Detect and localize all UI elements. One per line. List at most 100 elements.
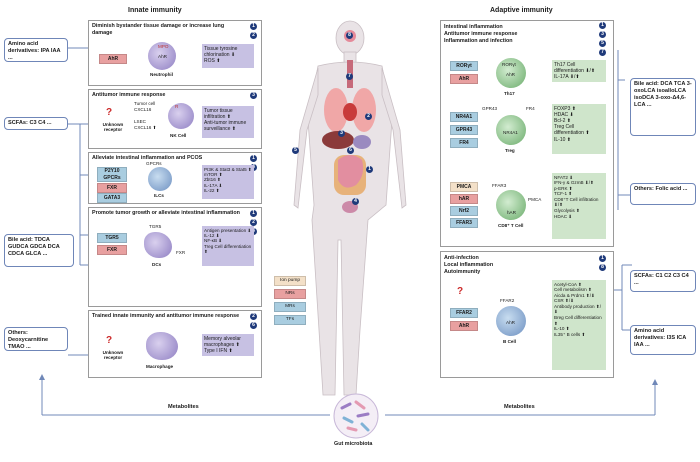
outcome-box: NFAT2 ⬇ IFN-γ & GzmB ⬇/⬆ p-ERK ⬆ TCF-1 ⬆… xyxy=(552,173,606,239)
b-panel-line: Anti-infection xyxy=(444,255,479,261)
legend-ion-pump: Ion pump xyxy=(274,276,306,286)
gut-microbiota-label: Gut microbiota xyxy=(334,441,373,447)
body-ref-number: 2 xyxy=(365,113,372,120)
outcome-box: Antigen presentation ⬇ IL-12 ⬇ NF-κB ⬇ T… xyxy=(202,226,254,266)
body-ref-number: 8 xyxy=(346,32,353,39)
ref-number: 3 xyxy=(599,31,606,38)
left-others-box: Others: Deoxycarnitine TMAO ... xyxy=(4,327,68,351)
cell-mark: FXR xyxy=(176,250,186,255)
outcome-box: Tissue tyrosine chlorination ⬇ ROS ⬆ xyxy=(202,44,254,68)
ahr-receptor-tag: AhR xyxy=(99,54,127,64)
outcome-box: Tumor tissue infiltration ⬆ Anti-tumor i… xyxy=(202,106,254,138)
ffar3-receptor-tag: FFAR3 xyxy=(450,218,478,228)
innate-title: Innate immunity xyxy=(128,7,182,14)
lsec-label: LSEC xyxy=(134,119,147,124)
unknown-receptor-icon: ? xyxy=(106,335,113,346)
body-ref-number: 1 xyxy=(366,166,373,173)
panel-title: Diminish bystander tissue damage or incr… xyxy=(92,23,225,36)
cell-mark: FFAR3 xyxy=(492,183,507,188)
legend-tfs: TFs xyxy=(274,315,306,325)
fr4-receptor-tag: FR4 xyxy=(450,138,478,148)
ref-number: 1 xyxy=(599,22,606,29)
unknown-receptor-icon: ? xyxy=(106,107,113,118)
gata3-tf-tag: GATA3 xyxy=(97,193,127,203)
ref-number: 2 xyxy=(250,313,257,320)
adaptive-head-line: Inflammation and infection xyxy=(444,38,513,44)
right-amino-acid-box: Amino acid derivatives: I3S ICA IAA ... xyxy=(630,325,696,355)
cell-mark: GPCRs xyxy=(146,161,162,166)
body-ref-number: 5 xyxy=(292,147,299,154)
ref-number: 3 xyxy=(250,92,257,99)
macrophage-cell-icon xyxy=(146,332,178,360)
fxr-receptor-tag: FXR xyxy=(97,245,127,255)
panel-title: Trained innate immunity and antitumor im… xyxy=(92,313,240,319)
cxcl16-label: CXCL16 xyxy=(134,107,152,112)
body-ref-number: 6 xyxy=(347,147,354,154)
cell-mark: MPO xyxy=(158,44,169,49)
p2y10-receptor-tag: P2Y10 GPCRs xyxy=(97,167,127,182)
cell-name: ILCs xyxy=(154,193,164,198)
cell-mark: AhR xyxy=(506,320,515,325)
ref-number: 5 xyxy=(599,40,606,47)
outcome-box: PI3K & Stat3 & Stat5 ⬆ mTOR ⬆ Zbt16 ⬆ IL… xyxy=(202,165,254,199)
har-receptor-tag: hAR xyxy=(450,194,478,204)
nr4a1-tf-tag: NR4A1 xyxy=(450,112,478,122)
adaptive-title: Adaptive immunity xyxy=(490,7,553,14)
legend-nrs: NRs xyxy=(274,289,306,299)
cell-name: DCs xyxy=(152,262,162,267)
outcome-box: Th17 Cell differentiation ⬇/⬆ IL-17A ⬇/⬆ xyxy=(552,60,606,82)
cell-name: Neutrophil xyxy=(150,72,173,77)
ref-number: 7 xyxy=(599,49,606,56)
cell-mark: AhR xyxy=(506,72,515,77)
tumor-cell-label: Tumor cell xyxy=(134,101,156,106)
cell-name: Macrophage xyxy=(146,364,174,369)
nrf2-tf-tag: Nrf2 xyxy=(450,206,478,216)
body-ref-number: 3 xyxy=(338,130,345,137)
receptor-label: Unknown receptor xyxy=(102,122,124,133)
cell-mark: hAR xyxy=(507,210,516,215)
ref-number: 1 xyxy=(250,210,257,217)
neutrophil-cell-icon xyxy=(148,42,176,70)
right-others-box: Others: Folic acid ... xyxy=(630,183,696,205)
gut-microbiota-icon xyxy=(333,393,379,439)
left-scfa-box: SCFAs: C3 C4 ... xyxy=(4,117,68,130)
ref-number: 2 xyxy=(250,219,257,226)
fxr-receptor-tag: FXR xyxy=(97,183,127,193)
ffar2-receptor-tag: FFAR2 xyxy=(450,308,478,318)
th17-cell-icon xyxy=(496,58,526,88)
ref-number: 1 xyxy=(250,155,257,162)
ilc-cell-icon xyxy=(148,167,172,191)
outcome-box: Memory alveolar macrophages ⬆ Type I IFN… xyxy=(202,334,254,356)
body-ref-number: 4 xyxy=(352,198,359,205)
ref-number: 1 xyxy=(250,23,257,30)
ref-number: 1 xyxy=(599,255,606,262)
unknown-receptor-icon: ? xyxy=(457,286,464,297)
cell-mark: FR4 xyxy=(526,106,535,111)
panel-title: Promote tumor growth or alleviate intest… xyxy=(92,210,240,216)
cell-name: CD8⁺ T Cell xyxy=(498,223,524,228)
cell-name: B Cell xyxy=(503,339,517,344)
metabolites-right-label: Metabolites xyxy=(504,404,535,410)
ahr-receptor-tag: AhR xyxy=(450,74,478,84)
b-cell-icon xyxy=(496,306,526,336)
body-ref-number: 7 xyxy=(346,73,353,80)
treg-cell-icon xyxy=(496,115,526,145)
cxcl16-up-label: CXCL16 ⬆ xyxy=(134,125,157,130)
nk-cell-icon xyxy=(168,103,194,129)
cd8-t-cell-icon xyxy=(496,190,526,220)
adaptive-head-line: Antitumor immune response xyxy=(444,31,518,37)
receptor-label: Unknown receptor xyxy=(102,350,124,361)
panel-title: Alleviate intestinal inflammation and PC… xyxy=(92,155,203,161)
cell-name: NK Cell xyxy=(170,133,187,138)
cell-name: Treg xyxy=(505,148,515,153)
outcome-box: Acetyl-CoA ⬆ Cell metabolism ⬆ Aicda & P… xyxy=(552,280,606,370)
cell-mark: TGR5 xyxy=(149,224,162,229)
ahr-receptor-tag: AhR xyxy=(450,321,478,331)
b-panel-line: Autoimmunity xyxy=(444,269,481,275)
left-bile-acid-box: Bile acid: TDCA GUDCA GDCA DCA CDCA GLCA… xyxy=(4,234,74,267)
panel-title: Antitumor immune response xyxy=(92,92,166,98)
cell-mark: NR4A1 xyxy=(503,130,518,135)
outcome-box: FOXP3 ⬆ HDAC ⬇ Bcl-2 ⬆ Treg Cell differe… xyxy=(552,104,606,154)
